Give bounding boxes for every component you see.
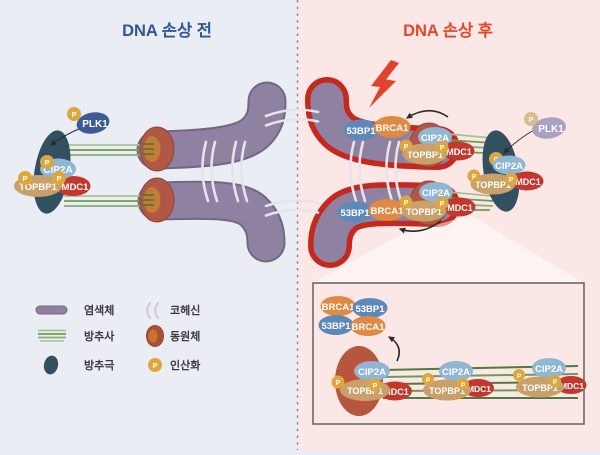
inset-release-arrow: [387, 336, 400, 362]
plk1-label: PLK1: [82, 119, 108, 130]
legend-chromosome-label: 염색체: [84, 303, 114, 317]
legend-cohesin-icon: [146, 301, 160, 320]
phospho-badge: [67, 107, 81, 121]
svg-text:53BP1: 53BP1: [340, 208, 370, 219]
svg-text:TOPBP1: TOPBP1: [347, 386, 383, 396]
inset-complex-3: MDC1 CIP2A TOPBP1 P P: [513, 358, 587, 398]
svg-text:BRCA1: BRCA1: [322, 302, 355, 313]
phospho-badge-faded: [524, 112, 538, 126]
svg-text:BRCA1: BRCA1: [376, 123, 409, 134]
inset-complex-2: MDC1 CIP2A TOPBP1 P P: [422, 361, 494, 401]
relocation-arrow-bottom: [398, 220, 442, 234]
chromatid-bottom-before: [139, 182, 284, 261]
svg-text:P: P: [517, 373, 522, 380]
svg-text:CIP2A: CIP2A: [421, 133, 449, 144]
svg-text:P: P: [404, 200, 409, 207]
svg-text:BRCA1: BRCA1: [371, 206, 404, 217]
svg-text:P: P: [22, 174, 27, 183]
svg-text:MDC1: MDC1: [446, 147, 472, 157]
plk1-group-before: PLK1 P: [49, 107, 110, 146]
svg-text:53BP1: 53BP1: [346, 126, 376, 137]
svg-text:MDC1: MDC1: [62, 182, 90, 193]
svg-text:P: P: [336, 380, 341, 387]
magnifier-callout-wedge: [313, 215, 584, 283]
svg-text:P: P: [553, 379, 558, 386]
svg-text:TOPBP1: TOPBP1: [19, 182, 58, 193]
svg-text:TOPBP1: TOPBP1: [407, 150, 443, 160]
svg-text:BRCA1: BRCA1: [352, 322, 385, 333]
bp53-brca1-bottom-after: 53BP1 BRCA1: [337, 199, 406, 223]
bp53-brca1-top-after: 53BP1 BRCA1: [343, 116, 411, 141]
svg-text:P: P: [440, 145, 445, 152]
svg-text:P: P: [509, 177, 514, 184]
relocation-arrow-top: [405, 109, 449, 119]
svg-text:CIP2A: CIP2A: [442, 367, 470, 378]
svg-text:CIP2A: CIP2A: [535, 364, 563, 375]
svg-text:CIP2A: CIP2A: [422, 188, 450, 199]
svg-text:MDC1: MDC1: [467, 384, 491, 394]
centromere-bottom-before: [139, 177, 175, 223]
plk1-group-after: PLK1 P P: [489, 112, 566, 166]
svg-text:P: P: [426, 377, 431, 384]
svg-text:53BP1: 53BP1: [321, 321, 351, 332]
svg-text:P: P: [528, 115, 533, 124]
complex-centromere-bottom-after: MDC1 CIP2A TOPBP1 P P: [398, 182, 476, 234]
svg-text:P: P: [44, 158, 49, 167]
spindle-fibers-before: [64, 144, 148, 207]
svg-text:P: P: [461, 382, 466, 389]
legend-phosphorylation-label: 인산화: [170, 358, 200, 372]
centromere-top-before: [139, 126, 175, 172]
legend-spindle-pole-label: 방추극: [84, 358, 114, 372]
svg-text:MDC1: MDC1: [447, 203, 473, 213]
svg-text:TOPBP1: TOPBP1: [429, 386, 465, 396]
svg-text:CIP2A: CIP2A: [495, 161, 523, 172]
lightning-bolt-icon: [369, 60, 399, 108]
svg-text:CIP2A: CIP2A: [43, 165, 72, 176]
title-before: DNA 손상 전: [122, 21, 212, 40]
svg-text:P: P: [404, 144, 409, 151]
svg-text:53BP1: 53BP1: [355, 304, 385, 315]
chromatid-top-before: [138, 83, 285, 168]
chromosome-before: [136, 81, 287, 263]
plk1-oval-active: [76, 112, 110, 134]
legend-phosphorylation-icon: P: [148, 358, 162, 372]
svg-text:TOPBP1: TOPBP1: [406, 207, 442, 217]
svg-text:CIP2A: CIP2A: [358, 367, 386, 378]
inset-complex-1: MDC1 CIP2A TOPBP1 P P: [331, 361, 412, 401]
legend-centromere-label: 동원체: [170, 329, 200, 343]
svg-text:TOPBP1: TOPBP1: [522, 383, 558, 393]
complex-pole-before: MDC1 CIP2A TOPBP1 P P P: [14, 155, 91, 197]
svg-text:MDC1: MDC1: [560, 381, 584, 391]
legend: 염색체 방추사 방추극 코헤신 동원체 P 인산화: [35, 301, 200, 375]
svg-text:P: P: [472, 174, 477, 181]
legend-centromere-icon: [146, 325, 164, 347]
cohesin-rings: [201, 108, 403, 217]
inset-released-pairs: BRCA1 53BP1 53BP1 BRCA1: [318, 296, 388, 336]
svg-text:TOPBP1: TOPBP1: [475, 180, 511, 190]
plk1-oval-inactive: [532, 117, 566, 139]
svg-text:P: P: [440, 201, 445, 208]
svg-text:PLK1: PLK1: [538, 124, 564, 135]
title-after: DNA 손상 후: [403, 20, 493, 40]
svg-text:P: P: [56, 174, 61, 183]
legend-spindle-pole-icon: [43, 355, 59, 375]
legend-chromosome-icon: [35, 305, 68, 315]
legend-cohesin-label: 코헤신: [170, 303, 200, 317]
svg-text:P: P: [71, 110, 76, 119]
svg-text:MDC1: MDC1: [515, 177, 541, 187]
legend-spindle-fiber-icon: [38, 329, 66, 342]
svg-text:MDC1: MDC1: [383, 387, 409, 397]
complex-centromere-top-after: MDC1 CIP2A TOPBP1 P P: [399, 109, 475, 165]
inset-zoom-box: BRCA1 53BP1 53BP1 BRCA1 MDC1 CIP2: [312, 282, 587, 425]
svg-text:P: P: [152, 361, 157, 370]
complex-pole-after: MDC1 CIP2A TOPBP1 P P: [467, 155, 544, 195]
legend-spindle-fiber-label: 방추사: [84, 329, 115, 343]
svg-text:P: P: [373, 383, 378, 390]
